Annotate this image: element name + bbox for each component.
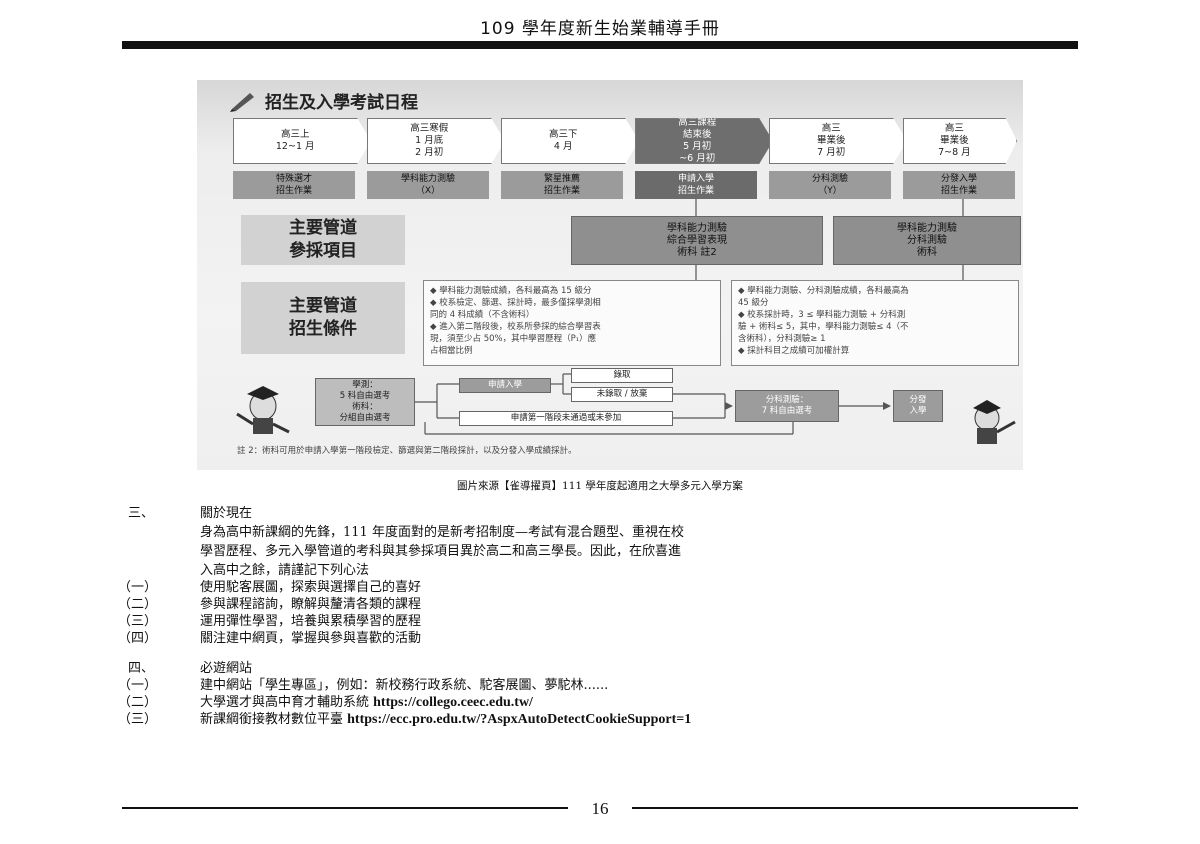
section3-item-1-number: （一） bbox=[118, 580, 158, 595]
figure-title: 招生及入學考試日程 bbox=[265, 93, 418, 113]
section3-item-4: 關注建中網頁，掌握與參與喜歡的活動 bbox=[200, 631, 422, 646]
stage-label-5: 分科測驗 （Y） bbox=[769, 171, 891, 199]
flow-dist-box: 分發 入學 bbox=[893, 390, 943, 422]
section4-item-1-number: （一） bbox=[118, 678, 158, 693]
section4-item-3-number: （三） bbox=[118, 712, 158, 727]
section4-number: 四、 bbox=[128, 661, 155, 676]
section3-para-line-3: 入高中之餘，請謹記下列心法 bbox=[200, 563, 370, 578]
section4-item-1[interactable]: 建中網站「學生專區」，例如：新校務行政系統、駝客展圖、夢駝林...... bbox=[200, 677, 608, 694]
section3-item-4-number: （四） bbox=[118, 631, 158, 646]
footer-rule-right bbox=[632, 807, 1078, 809]
timeline-step-1: 高三上 12~1 月 bbox=[233, 118, 371, 164]
section4-item-1-text: 建中網站「學生專區」，例如：新校務行政系統、駝客展圖、夢駝林...... bbox=[200, 678, 609, 693]
pencil-icon bbox=[230, 92, 254, 112]
apply-conditions-box: ◆ 學科能力測驗成績，各科最高為 15 級分 ◆ 校系檢定、篩選、採計時，最多僅… bbox=[423, 280, 721, 366]
section3-item-2: 參與課程諮詢，瞭解與釐清各類的課程 bbox=[200, 597, 422, 612]
dist-conditions-box: ◆ 學科能力測驗、分科測驗成績，各科最高為 45 級分 ◆ 校系採計時，3 ≤ … bbox=[731, 280, 1019, 366]
main-items-label: 主要管道 參採項目 bbox=[241, 215, 405, 265]
figure-caption: 圖片來源【雀導擢頁】111 學年度起適用之大學多元入學方案 bbox=[457, 480, 743, 492]
admission-schedule-figure: 招生及入學考試日程 高三上 12~1 月 高三寒假 1 月底 2 月初 高三下 … bbox=[197, 80, 1023, 470]
section4-heading: 必遊網站 bbox=[200, 661, 253, 676]
header-rule bbox=[122, 41, 1078, 49]
flow-start-box: 學測： 5 科自由選考 術科： 分組自由選考 bbox=[315, 378, 415, 426]
ecc-link[interactable]: https://ecc.pro.edu.tw/?AspxAutoDetectCo… bbox=[347, 712, 692, 727]
stage-label-2: 學科能力測驗 （X） bbox=[367, 171, 489, 199]
page-number: 16 bbox=[591, 799, 609, 818]
flow-dist-exam-box: 分科測驗： 7 科自由選考 bbox=[735, 390, 839, 422]
flow-skip-box: 申請第一階段未通過或未參加 bbox=[459, 411, 673, 426]
section4-item-3-text: 新課綱銜接教材數位平臺 bbox=[200, 712, 348, 727]
section3-para-line-2: 學習歷程、多元入學管道的考科與其參採項目異於高二和高三學長。因此，在欣喜進 bbox=[200, 544, 682, 559]
apply-items-box: 學科能力測驗 綜合學習表現 術科 註2 bbox=[571, 216, 823, 265]
stage-label-1: 特殊選才 招生作業 bbox=[233, 171, 355, 199]
flow-admit-box: 錄取 bbox=[571, 368, 673, 383]
stage-label-4: 申請入學 招生作業 bbox=[635, 171, 757, 199]
section3-item-1: 使用駝客展圖，探索與選擇自己的喜好 bbox=[200, 580, 422, 595]
footer-rule-left bbox=[122, 807, 568, 809]
section3-item-2-number: （二） bbox=[118, 597, 158, 612]
section3-para-line-1: 身為高中新課綱的先鋒，111 年度面對的是新考招制度—考試有混合題型、重視在校 bbox=[200, 525, 684, 540]
dist-items-box: 學科能力測驗 分科測驗 術科 bbox=[833, 216, 1021, 265]
connector-lines bbox=[415, 199, 964, 435]
graduate-mascot-right bbox=[973, 400, 1016, 444]
section4-item-2: 大學選才與高中育才輔助系統 https://collego.ceec.edu.t… bbox=[200, 694, 533, 711]
section3-number: 三、 bbox=[128, 506, 155, 521]
section4-item-3: 新課綱銜接教材數位平臺 https://ecc.pro.edu.tw/?Aspx… bbox=[200, 711, 691, 728]
figure-title-wrap: 招生及入學考試日程 bbox=[229, 88, 418, 113]
flow-reject-box: 未錄取 / 放棄 bbox=[571, 387, 673, 402]
timeline-step-5: 高三 畢業後 7 月初 bbox=[769, 118, 907, 164]
timeline-step-3: 高三下 4 月 bbox=[501, 118, 639, 164]
section3-item-3: 運用彈性學習，培養與累積學習的歷程 bbox=[200, 614, 422, 629]
main-conditions-label: 主要管道 招生條件 bbox=[241, 282, 405, 354]
collego-link[interactable]: https://collego.ceec.edu.tw/ bbox=[373, 695, 533, 710]
timeline-step-6: 高三 畢業後 7~8 月 bbox=[903, 118, 1017, 164]
header-title: 109 學年度新生始業輔導手冊 bbox=[480, 19, 720, 39]
section3-item-3-number: （三） bbox=[118, 614, 158, 629]
section4-item-2-number: （二） bbox=[118, 695, 158, 710]
stage-label-6: 分發入學 招生作業 bbox=[903, 171, 1015, 199]
graduate-mascot-left bbox=[236, 386, 290, 434]
section4-item-2-text: 大學選才與高中育才輔助系統 bbox=[200, 695, 374, 710]
stage-label-3: 繁星推薦 招生作業 bbox=[501, 171, 623, 199]
figure-note: 註 2：術科可用於申請入學第一階段檢定、篩選與第二階段採計，以及分發入學成績採計… bbox=[237, 446, 577, 456]
section3-heading: 關於現在 bbox=[200, 506, 253, 521]
flow-apply-box: 申請入學 bbox=[459, 378, 551, 393]
